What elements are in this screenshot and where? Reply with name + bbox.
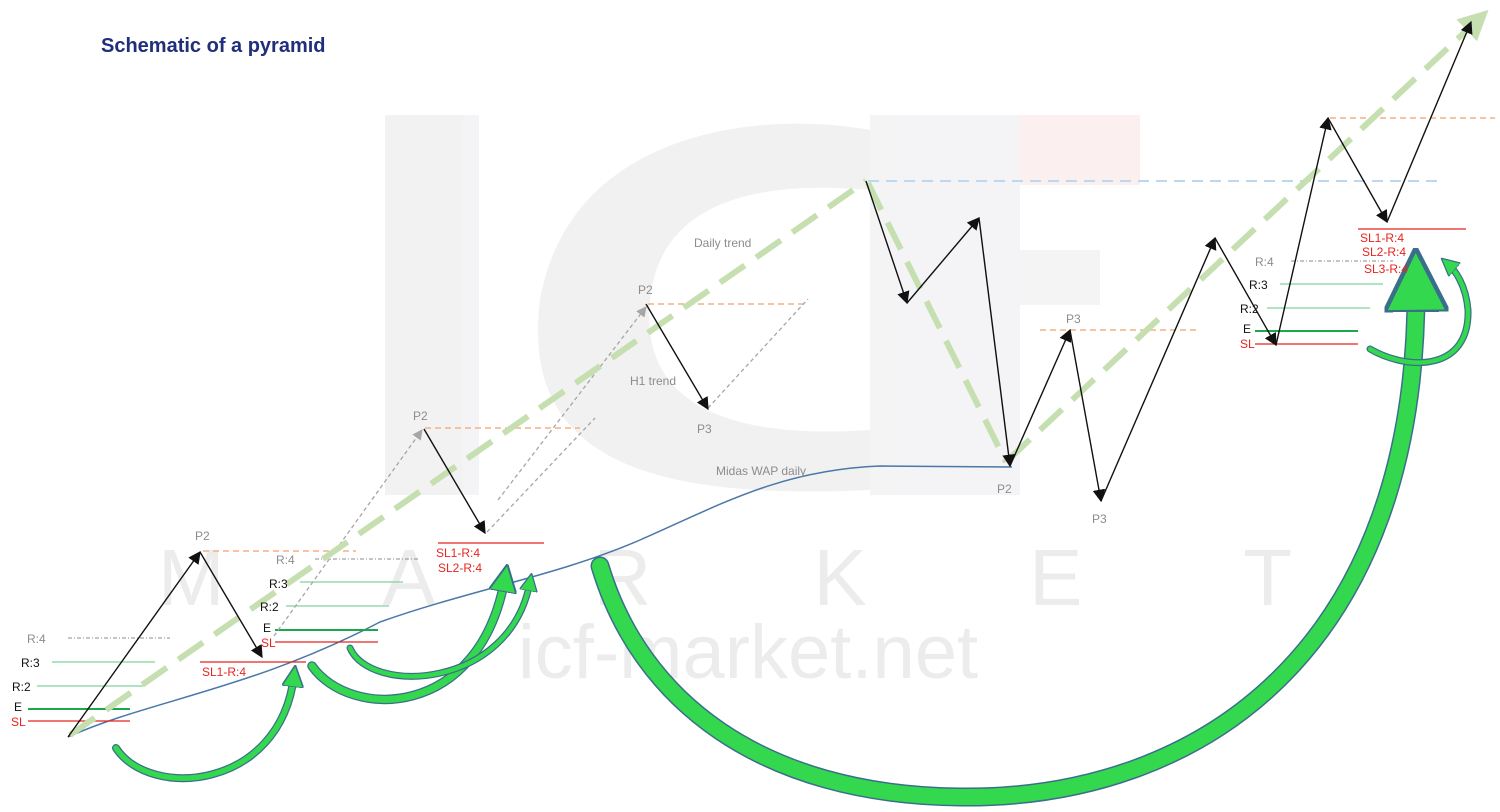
h1-trend-label: H1 trend xyxy=(630,374,676,388)
r2-label-3: R:2 xyxy=(1240,302,1259,316)
e-label-2: E xyxy=(263,621,271,635)
p2-label-1: P2 xyxy=(195,529,210,543)
curved-arrow-1 xyxy=(112,676,294,783)
r4-label-1: R:4 xyxy=(27,632,46,646)
p2-reference-lines xyxy=(203,117,1495,552)
sl1-r4-label-1: SL1-R:4 xyxy=(202,665,246,679)
r2-label-2: R:2 xyxy=(260,600,279,614)
watermark-logo xyxy=(385,115,1140,495)
watermark: M A R K E T icf-market.net xyxy=(158,115,1362,695)
r3-label-2: R:3 xyxy=(269,577,288,591)
r4-label-2: R:4 xyxy=(276,553,295,567)
p3-label-1: P3 xyxy=(697,422,712,436)
midas-wap-label: Midas WAP daily xyxy=(716,464,806,478)
level-lines-group-1 xyxy=(28,637,170,722)
sl3-r4-label: SL3-R:4 xyxy=(1364,262,1408,276)
curved-arrow-3 xyxy=(346,582,530,680)
h1-gray-arrows xyxy=(273,298,809,637)
watermark-url: icf-market.net xyxy=(518,610,978,695)
watermark-word: M A R K E T xyxy=(158,533,1362,622)
page-title: Schematic of a pyramid xyxy=(101,35,326,57)
sl-label-3: SL xyxy=(1240,337,1255,351)
e-label-3: E xyxy=(1243,322,1251,336)
r4-label-3: R:4 xyxy=(1255,255,1274,269)
sl-label-2: SL xyxy=(261,636,276,650)
r2-label-1: R:2 xyxy=(12,680,31,694)
price-path-arrows xyxy=(67,20,1473,738)
p3-label-3: P3 xyxy=(1092,512,1107,526)
level-lines-group-2 xyxy=(200,558,418,663)
curved-arrow-5 xyxy=(1366,264,1472,367)
level-lines-group-4 xyxy=(1255,228,1466,345)
p2-label-4: P2 xyxy=(997,482,1012,496)
curved-arrow-4-large xyxy=(590,280,1416,807)
daily-trend-lines xyxy=(68,9,1489,738)
green-curved-arrows xyxy=(112,264,1472,807)
sl1-r4-label-2: SL1-R:4 xyxy=(436,546,480,560)
r3-label-3: R:3 xyxy=(1249,278,1268,292)
sl-label-1: SL xyxy=(11,715,26,729)
curved-arrow-2 xyxy=(307,578,505,705)
p3-label-2: P3 xyxy=(1066,312,1081,326)
daily-trend-label: Daily trend xyxy=(694,236,751,250)
e-label-1: E xyxy=(14,700,22,714)
r3-label-1: R:3 xyxy=(21,656,40,670)
sl2-r4-label-2: SL2-R:4 xyxy=(1362,245,1406,259)
p2-label-3: P2 xyxy=(638,283,653,297)
sl1-r4-label-3: SL1-R:4 xyxy=(1360,231,1404,245)
p2-label-2: P2 xyxy=(413,409,428,423)
sl2-r4-label-1: SL2-R:4 xyxy=(438,561,482,575)
